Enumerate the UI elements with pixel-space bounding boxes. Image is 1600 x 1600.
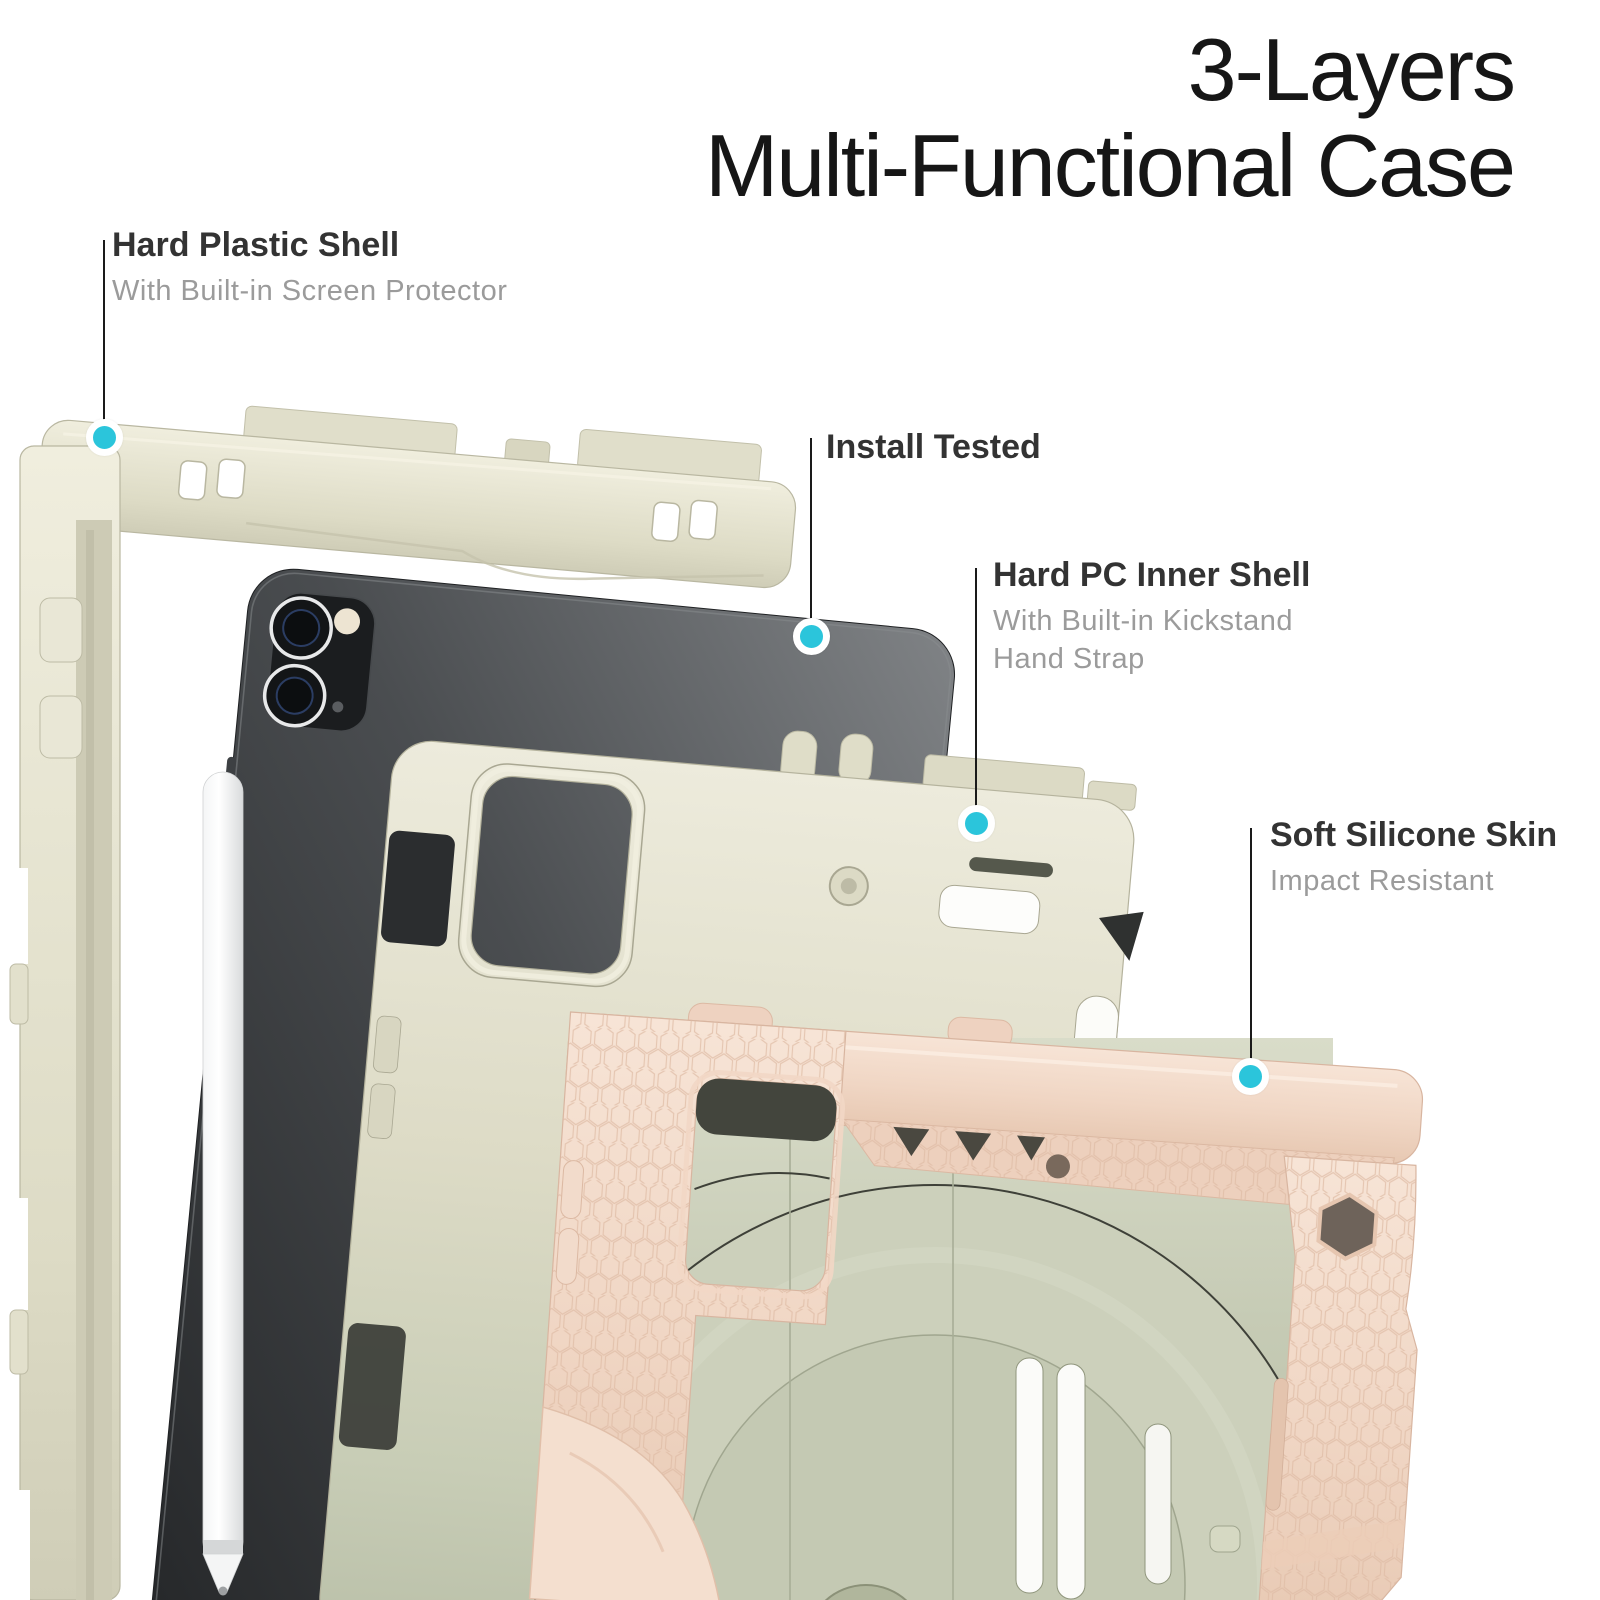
strap-slot xyxy=(1015,1357,1044,1594)
callout-line xyxy=(975,568,977,823)
strap-slot xyxy=(1144,1423,1172,1585)
hex-hole xyxy=(1316,1192,1379,1261)
callout-line xyxy=(810,438,812,636)
callout-dot xyxy=(958,805,995,842)
callout-title: Hard Plastic Shell xyxy=(112,226,400,264)
hard-plastic-shell-frame xyxy=(9,405,797,1600)
diamond-cutout xyxy=(1098,911,1144,961)
finger-hole xyxy=(824,1584,908,1600)
title-line-1: 3-Layers xyxy=(1187,20,1516,119)
page-title: 3-Layers Multi-Functional Case xyxy=(705,20,1516,215)
callout-title: Hard PC Inner Shell xyxy=(993,556,1311,594)
callout-subtitle: With Built-in Kickstand Hand Strap xyxy=(993,605,1293,676)
callout-title: Install Tested xyxy=(826,428,1041,466)
port-cutout xyxy=(338,1323,406,1450)
soft-silicone-skin xyxy=(528,1002,1424,1600)
callout-subtitle: With Built-in Screen Protector xyxy=(112,275,508,307)
volume-bump xyxy=(560,1160,585,1220)
pencil-tip xyxy=(218,1586,228,1596)
flange-hole xyxy=(1045,1154,1070,1179)
callout-dot xyxy=(1232,1058,1269,1095)
strap-slot xyxy=(938,884,1041,935)
callout-title: Soft Silicone Skin xyxy=(1270,816,1558,854)
strap-slot xyxy=(1056,1363,1086,1600)
camera-cutout-shadow xyxy=(695,1078,837,1142)
button-cutout xyxy=(381,830,455,947)
camera-module xyxy=(262,592,376,732)
kickstand-peg xyxy=(1209,1525,1241,1553)
callout-line xyxy=(1250,828,1252,1076)
volume-bump xyxy=(555,1227,580,1285)
callout-dot xyxy=(793,618,830,655)
title-line-2: Multi-Functional Case xyxy=(705,115,1516,215)
stylus-pencil xyxy=(202,771,244,1596)
callout-subtitle: Impact Resistant xyxy=(1270,865,1494,897)
callout-line xyxy=(103,240,105,437)
callout-dot xyxy=(86,419,123,456)
